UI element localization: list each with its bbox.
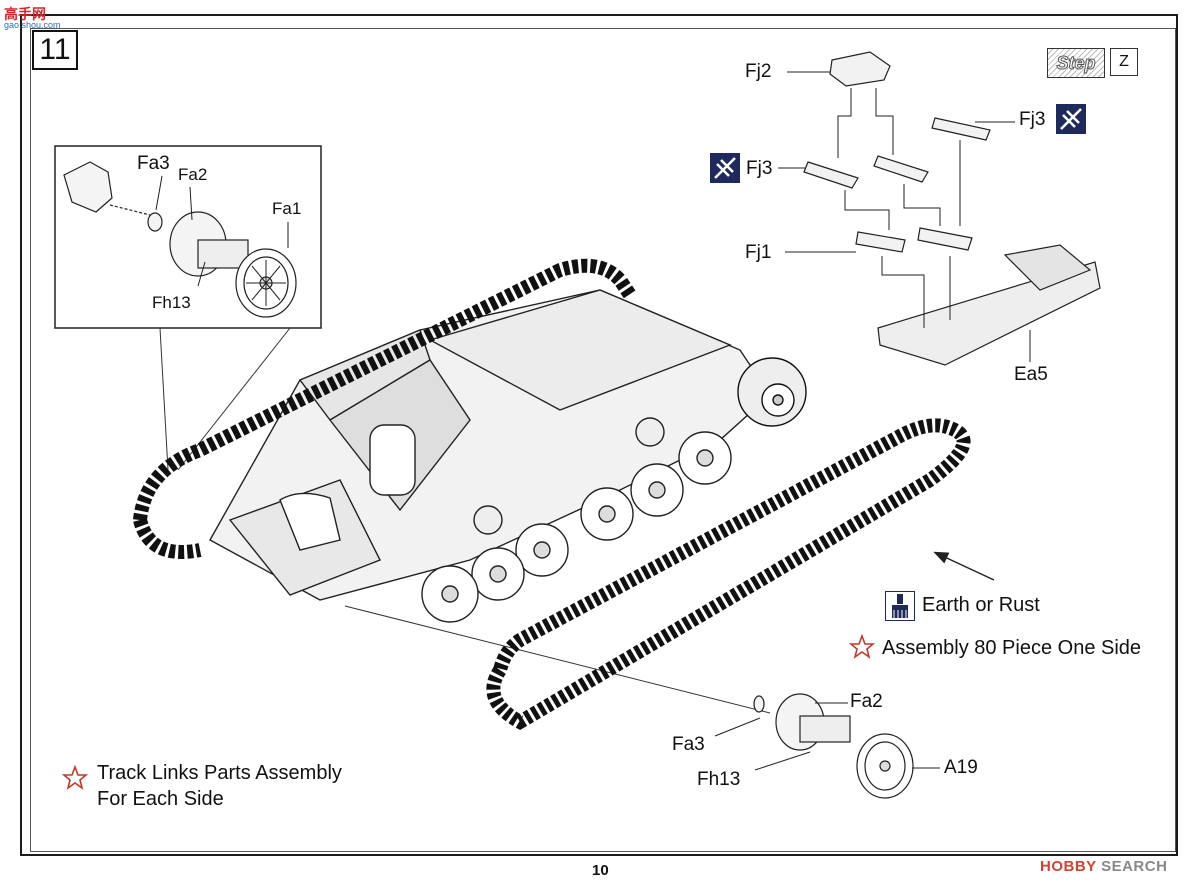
track-loop	[486, 418, 971, 731]
cross-out-icon	[710, 153, 740, 183]
step-number: 11	[32, 30, 78, 70]
step-letter: Z	[1110, 48, 1138, 76]
page-number: 10	[592, 862, 609, 879]
label-fa2-bottom: Fa2	[850, 691, 883, 712]
note-earth-rust: Earth or Rust	[922, 594, 1040, 616]
watermark-logo: 高手网	[4, 6, 46, 22]
label-fa3-inset: Fa3	[137, 153, 170, 174]
label-fj3-left: Fj3	[746, 158, 773, 179]
label-fj2: Fj2	[745, 61, 772, 82]
note-track-links-2: For Each Side	[97, 788, 224, 810]
label-a19: A19	[944, 757, 978, 778]
cross-out-icon	[1056, 104, 1086, 134]
page-frame	[20, 14, 1178, 856]
logo-prefix: HOBBY	[1040, 858, 1097, 875]
star-outline-icon	[62, 765, 88, 790]
logo-suffix: SEARCH	[1101, 858, 1168, 875]
star-outline-icon	[849, 634, 875, 659]
label-fj1: Fj1	[745, 242, 772, 263]
label-fa2-inset: Fa2	[178, 165, 208, 184]
drive-sprocket	[737, 357, 807, 427]
label-fh13-inset: Fh13	[152, 293, 191, 312]
watermark-url: gao.shou.com	[4, 20, 61, 30]
inset-wheel-assembly	[63, 161, 297, 318]
inner-frame	[30, 28, 1176, 852]
label-ea5: Ea5	[1014, 364, 1048, 385]
step-badge: Step	[1047, 48, 1105, 78]
hobbysearch-logo: HOBBY SEARCH	[1040, 858, 1167, 875]
tank-hull	[209, 289, 771, 601]
note-track-links-1: Track Links Parts Assembly	[97, 762, 342, 784]
label-fa3-bottom: Fa3	[672, 734, 705, 755]
road-wheels	[421, 417, 732, 623]
label-fh13-bottom: Fh13	[697, 769, 741, 790]
paint-brush-icon	[885, 591, 915, 621]
track-link-parts	[803, 51, 1101, 366]
bottom-wheel-assembly	[753, 693, 914, 799]
upper-track	[133, 258, 636, 521]
label-fa1-inset: Fa1	[272, 199, 302, 218]
inset-box	[54, 145, 322, 329]
label-fj3-right: Fj3	[1019, 109, 1046, 130]
note-assembly-80: Assembly 80 Piece One Side	[882, 637, 1142, 659]
